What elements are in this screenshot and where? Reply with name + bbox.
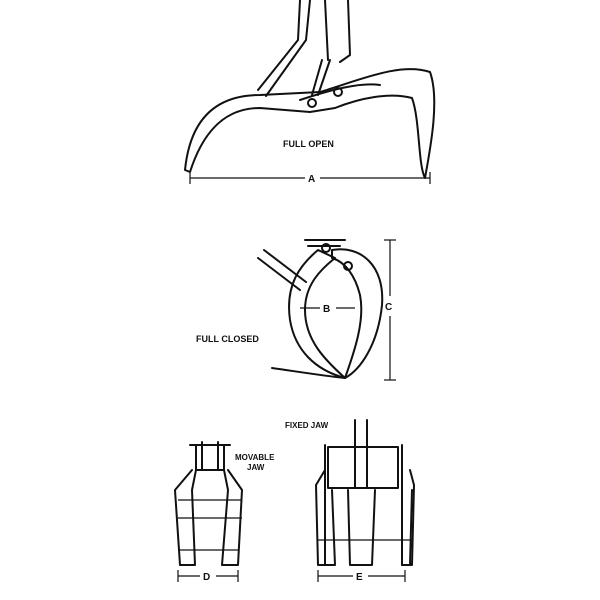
movable-jaw-view: MOVABLE JAW D bbox=[174, 441, 275, 583]
full-closed-label: FULL CLOSED bbox=[196, 334, 259, 344]
dimension-a-label: A bbox=[308, 174, 315, 185]
dimension-c-label: C bbox=[385, 302, 392, 313]
full-open-view: FULL OPEN A bbox=[184, 0, 436, 185]
dimension-b-label: B bbox=[323, 304, 330, 315]
fixed-jaw-label: FIXED JAW bbox=[285, 421, 329, 430]
dimension-e-label: E bbox=[356, 572, 363, 583]
movable-jaw-label-line2: JAW bbox=[247, 463, 265, 472]
fixed-jaw-view: FIXED JAW E bbox=[285, 419, 415, 583]
dimension-d-label: D bbox=[203, 572, 210, 583]
full-open-label: FULL OPEN bbox=[283, 139, 334, 149]
full-closed-view: B C FULL CLOSED bbox=[196, 239, 396, 381]
movable-jaw-label-line1: MOVABLE bbox=[235, 453, 275, 462]
